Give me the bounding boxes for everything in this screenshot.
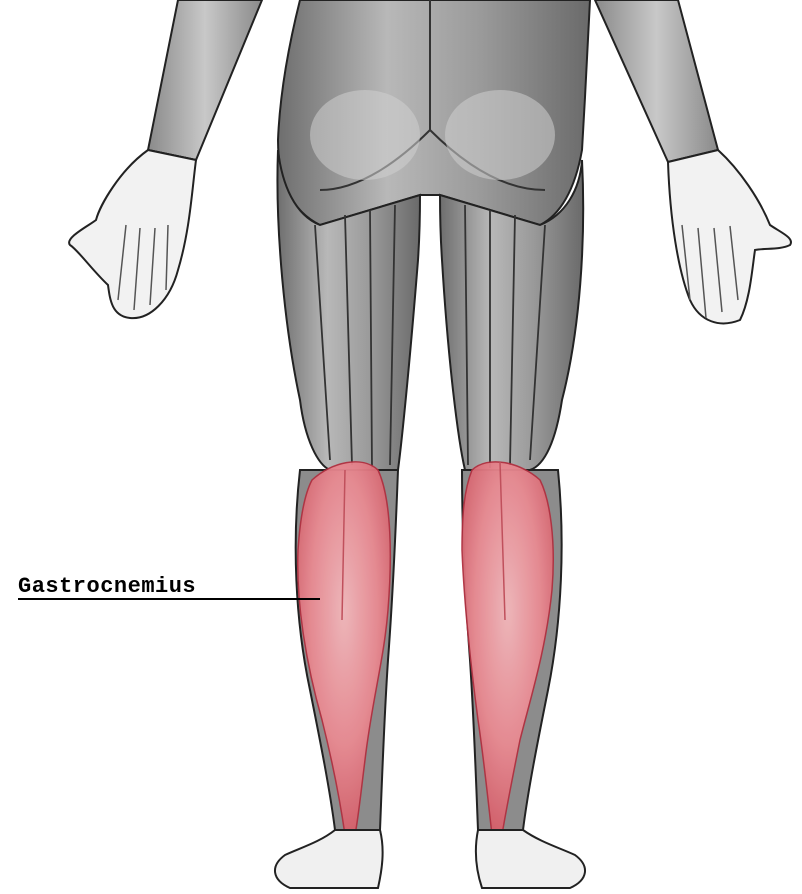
right-arm [595, 0, 791, 323]
gluteal-region [278, 0, 590, 225]
right-hand [668, 150, 791, 323]
left-foot [275, 830, 383, 888]
left-arm [69, 0, 262, 318]
gastrocnemius-label: Gastrocnemius [18, 574, 196, 599]
right-foot [476, 830, 585, 888]
left-hand [69, 150, 196, 318]
